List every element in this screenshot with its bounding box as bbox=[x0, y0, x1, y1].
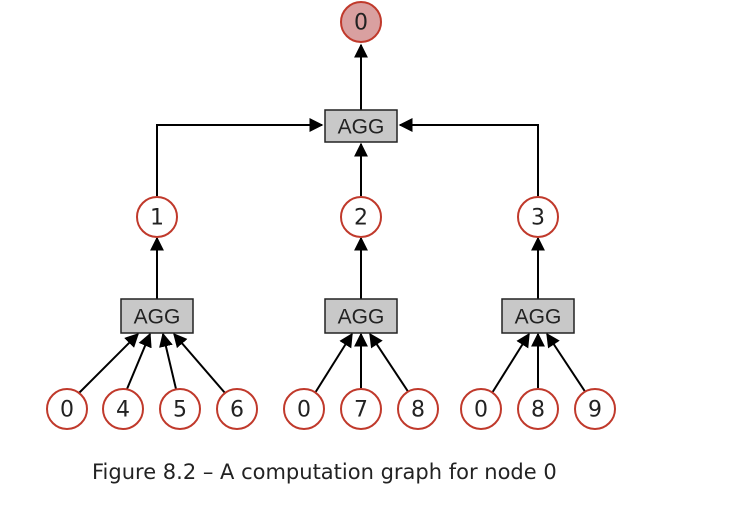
leaf-node-label: 0 bbox=[297, 398, 311, 423]
leaf-node-label: 6 bbox=[230, 398, 244, 423]
leaf-node: 8 bbox=[397, 388, 439, 430]
leaf-node-label: 0 bbox=[60, 398, 74, 423]
leaf-node: 8 bbox=[517, 388, 559, 430]
leaf-node: 0 bbox=[46, 388, 88, 430]
middle-node-1-label: 1 bbox=[150, 206, 164, 231]
leaf-node-label: 5 bbox=[173, 398, 187, 423]
agg-box-1-label: AGG bbox=[134, 306, 181, 329]
root-node: 0 bbox=[340, 1, 382, 43]
leaf-node-label: 8 bbox=[531, 398, 545, 423]
edge-node3-to-top-agg bbox=[398, 118, 539, 196]
agg-box-3: AGG bbox=[501, 298, 575, 334]
middle-node-1: 1 bbox=[136, 196, 178, 238]
leaf-node-label: 4 bbox=[116, 398, 130, 423]
leaf-node: 7 bbox=[340, 388, 382, 430]
leaf-node: 0 bbox=[460, 388, 502, 430]
figure-caption: Figure 8.2 – A computation graph for nod… bbox=[92, 460, 557, 484]
leaf-node: 0 bbox=[283, 388, 325, 430]
top-agg-box: AGG bbox=[324, 109, 398, 143]
middle-node-2: 2 bbox=[340, 196, 382, 238]
leaf-node: 5 bbox=[159, 388, 201, 430]
agg-box-2-label: AGG bbox=[338, 306, 385, 329]
edge-leaf-2-1 bbox=[314, 332, 353, 394]
edge-leaf-1-1 bbox=[78, 333, 139, 394]
edge-leaf-1-3 bbox=[159, 332, 177, 390]
agg-box-3-label: AGG bbox=[515, 306, 562, 329]
edges bbox=[78, 43, 587, 394]
edge-leaf-2-3 bbox=[369, 332, 410, 394]
leaf-node-label: 9 bbox=[588, 398, 602, 423]
edge-leaf-1-2 bbox=[126, 332, 152, 390]
edge-leaf-3-1 bbox=[491, 332, 530, 394]
leaf-node-label: 8 bbox=[411, 398, 425, 423]
agg-box-1: AGG bbox=[120, 298, 194, 334]
agg-box-2: AGG bbox=[324, 298, 398, 334]
leaf-node-label: 0 bbox=[474, 398, 488, 423]
leaf-node: 6 bbox=[216, 388, 258, 430]
leaf-node: 9 bbox=[574, 388, 616, 430]
leaf-node: 4 bbox=[102, 388, 144, 430]
middle-node-3-label: 3 bbox=[531, 206, 545, 231]
middle-node-3: 3 bbox=[517, 196, 559, 238]
edge-leaf-3-3 bbox=[546, 332, 587, 394]
root-node-label: 0 bbox=[354, 11, 368, 36]
edge-leaf-1-4 bbox=[173, 332, 226, 394]
top-agg-label: AGG bbox=[338, 116, 385, 139]
edge-node1-to-top-agg bbox=[156, 118, 324, 196]
leaf-node-label: 7 bbox=[354, 398, 368, 423]
middle-node-2-label: 2 bbox=[354, 206, 368, 231]
